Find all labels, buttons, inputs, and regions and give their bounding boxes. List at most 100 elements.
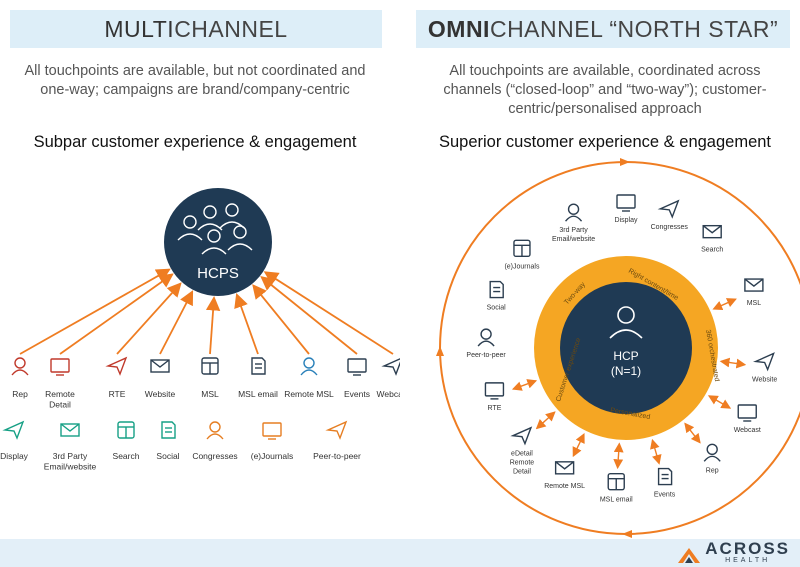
search-icon [117, 421, 135, 439]
channel-label-remote-detail-line2: Detail [49, 400, 71, 410]
logo-mark-icon [678, 548, 701, 563]
events-icon [347, 358, 367, 376]
channel-social: Social [156, 421, 180, 461]
channel-website: Website [145, 359, 176, 399]
search-icon [702, 224, 722, 239]
remote-msl-icon [554, 461, 575, 475]
channel-remote-msl: Remote MSL [284, 357, 334, 399]
msl-icon [201, 357, 219, 375]
msl-icon [744, 278, 764, 292]
remote-detail-icon [50, 358, 70, 376]
channel-msl: MSL [201, 357, 219, 399]
channel-label-3rd-party-email-website: 3rd Party [53, 451, 88, 461]
channel-label-events: Events [344, 389, 370, 399]
node-label-display: Display [615, 217, 638, 224]
node-label-social: Social [487, 305, 507, 312]
node-label-3rd-party-email-website: 3rd Party [559, 227, 588, 234]
node-peer-to-peer: Peer-to-peer [466, 328, 506, 359]
hcp-label: HCP [613, 349, 638, 363]
channel-label-3rd-party-email-website-line2: Email/website [44, 462, 97, 472]
node-label-rte: RTE [488, 405, 502, 412]
channel-label-peer-to-peer: Peer-to-peer [313, 451, 361, 461]
channel-label-e-journals: (e)Journals [251, 451, 294, 461]
omnichannel-arrows [511, 298, 747, 470]
node-label-msl-email: MSL email [600, 497, 633, 504]
omnichannel-description: All touchpoints are available, coordinat… [443, 63, 767, 117]
node-label-rep: Rep [706, 467, 719, 474]
node-search: Search [701, 224, 723, 254]
link-webcast [707, 395, 732, 409]
node-label-peer-to-peer: Peer-to-peer [466, 352, 506, 359]
node-rep: Rep [703, 443, 721, 474]
social-icon [161, 421, 176, 439]
channel-events: Events [344, 358, 370, 399]
rte-icon [105, 356, 128, 376]
rep-icon [703, 443, 721, 462]
arrow-events [260, 276, 358, 355]
node-label-remote-msl: Remote MSL [544, 483, 585, 490]
link-rep [684, 422, 701, 444]
webcast-icon [737, 404, 757, 422]
node-label-edetail-remote-detail: eDetail [511, 451, 533, 458]
omnichannel-title-bold: OMNI [427, 15, 490, 42]
hcp-person-icon [609, 306, 643, 339]
link-events [650, 438, 662, 465]
multichannel-description: All touchpoints are available, but not c… [24, 63, 366, 98]
channel-msl-email: MSL email [238, 357, 278, 399]
node-label-e-journals: (e)Journals [504, 263, 540, 270]
peer-to-peer-icon [477, 328, 495, 347]
orbit-arrows [436, 158, 632, 538]
node-label-website: Website [752, 376, 777, 383]
rte-icon [484, 382, 505, 400]
channel-webcast: Webcast [377, 358, 400, 399]
omnichannel-subtitle: Superior customer experience & engagemen… [438, 133, 772, 151]
arrow-website [159, 290, 194, 355]
website-icon [150, 359, 170, 373]
congresses-icon [206, 421, 224, 440]
across-health-logo: ACROSS HEALTH [676, 540, 790, 564]
channel-label-display: Display [0, 451, 29, 461]
footer-bar [0, 539, 800, 567]
node-social: Social [487, 280, 507, 312]
arrow-msl-email [234, 293, 259, 355]
channel-label-congresses: Congresses [192, 451, 237, 461]
channel-rep: Rep [11, 357, 29, 399]
congresses-icon [657, 199, 680, 219]
edetail-remote-detail-icon [510, 426, 533, 446]
node-display: Display [615, 194, 638, 224]
hcps-people-icon [177, 203, 253, 255]
node-label-events: Events [654, 492, 676, 499]
channel-peer-to-peer: Peer-to-peer [313, 420, 361, 461]
hcp-hub [560, 282, 692, 414]
channel-display: Display [0, 420, 29, 461]
channel-label-rte: RTE [109, 389, 126, 399]
social-icon [489, 280, 504, 299]
omnichannel-title-rest: CHANNEL “NORTH STAR” [489, 15, 779, 42]
arrow-rte [116, 282, 182, 355]
node-rte: RTE [484, 382, 505, 412]
node-website: Website [752, 352, 777, 383]
node-label-edetail-remote-detail-line3: Detail [513, 469, 531, 476]
logo-sub: HEALTH [725, 557, 771, 564]
channel-label-search: Search [113, 451, 140, 461]
link-msl [712, 298, 737, 311]
multichannel-subtitle: Subpar customer experience & engagement [33, 133, 357, 151]
3rd-party-email-website-icon [565, 203, 583, 222]
peer-to-peer-icon [325, 420, 348, 440]
arrow-remote-detail [59, 273, 174, 355]
channel-label-msl: MSL [201, 389, 219, 399]
node-msl-email: MSL email [600, 472, 633, 504]
arrow-msl [205, 296, 221, 355]
link-remote-msl [572, 433, 585, 458]
events-icon [657, 467, 673, 486]
channel-e-journals: (e)Journals [251, 422, 294, 461]
multichannel-title-bold: MULTI [104, 15, 175, 42]
link-website [719, 357, 747, 369]
node-label-edetail-remote-detail-line2: Remote [510, 460, 535, 467]
